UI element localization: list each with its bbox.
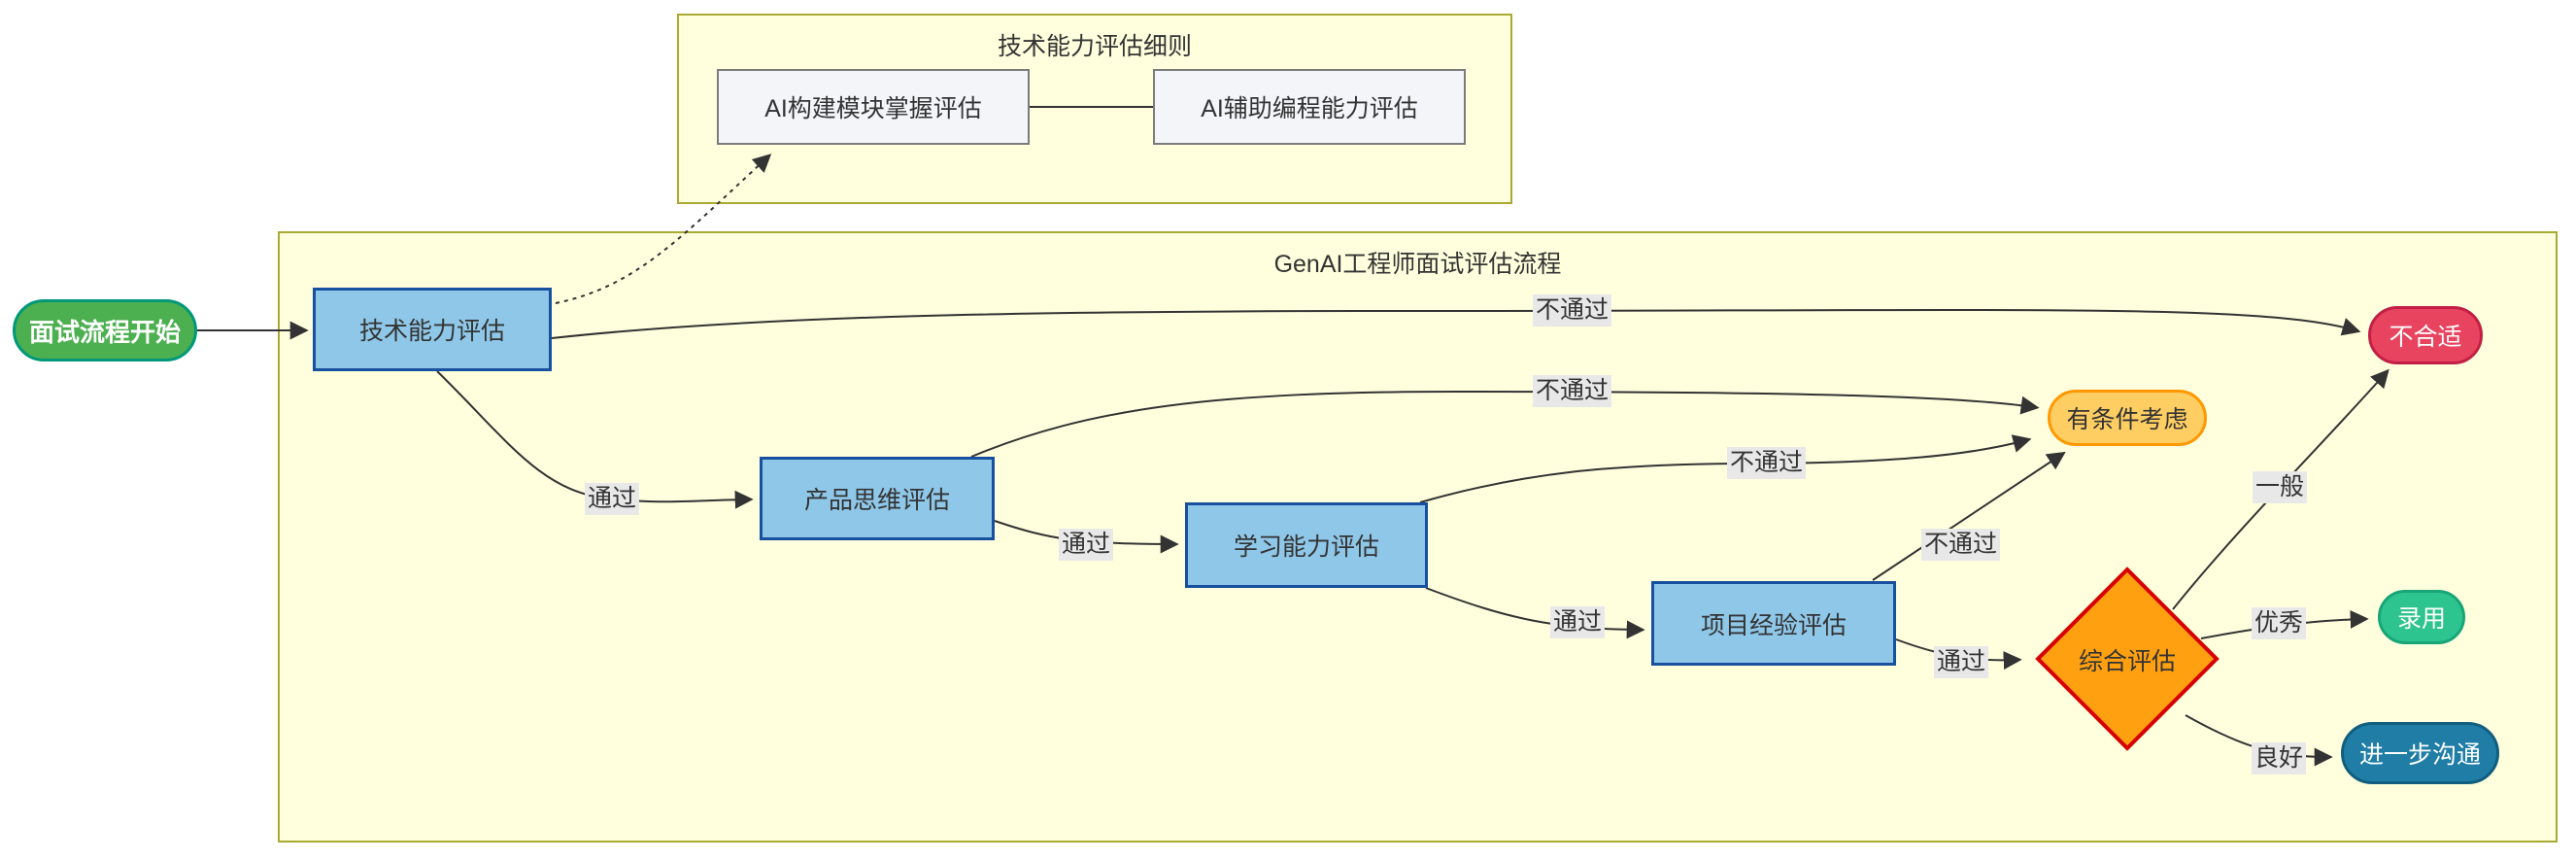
edge-label-good: 良好 [2252, 742, 2307, 774]
node-ai-build-module: AI构建模块掌握评估 [717, 69, 1030, 145]
node-hire-label: 录用 [2396, 605, 2446, 633]
node-hire: 录用 [2378, 590, 2465, 644]
node-project-eval-label: 项目经验评估 [1700, 611, 1847, 639]
edge-label-tech-fail: 不通过 [1533, 294, 1612, 327]
node-further-communication-label: 进一步沟通 [2358, 741, 2481, 769]
node-project-eval: 项目经验评估 [1651, 581, 1896, 666]
edge-label-learning-pass: 通过 [1550, 606, 1606, 638]
node-ai-build-module-label: AI构建模块掌握评估 [764, 95, 982, 122]
node-reject-label: 不合适 [2389, 324, 2462, 351]
node-product-eval-label: 产品思维评估 [803, 487, 950, 514]
node-reject: 不合适 [2368, 306, 2483, 364]
edge-label-product-fail: 不通过 [1533, 375, 1612, 407]
node-further-communication: 进一步沟通 [2341, 722, 2499, 784]
node-ai-coding-ability-label: AI辅助编程能力评估 [1201, 95, 1418, 122]
node-start-label: 面试流程开始 [28, 317, 181, 347]
node-learning-eval: 学习能力评估 [1185, 502, 1428, 588]
node-start: 面试流程开始 [13, 299, 197, 361]
node-tech-eval-label: 技术能力评估 [358, 318, 505, 345]
edge-label-average: 一般 [2253, 471, 2308, 503]
edge-label-product-pass: 通过 [1059, 529, 1114, 561]
edge-label-learning-fail: 不通过 [1727, 447, 1807, 479]
node-conditional-label: 有条件考虑 [2066, 406, 2188, 433]
edge-label-project-pass: 通过 [1934, 646, 1989, 678]
edge-label-project-fail: 不通过 [1921, 529, 2001, 561]
node-tech-eval: 技术能力评估 [313, 288, 552, 371]
subgraph-main-flow-title: GenAI工程师面试评估流程 [1273, 251, 1562, 278]
node-conditional: 有条件考虑 [2048, 390, 2207, 446]
node-ai-coding-ability: AI辅助编程能力评估 [1153, 69, 1466, 145]
node-learning-eval-label: 学习能力评估 [1233, 533, 1379, 561]
subgraph-tech-detail-title: 技术能力评估细则 [997, 33, 1192, 60]
edge-label-tech-pass: 通过 [585, 483, 640, 515]
node-overall-eval-label: 综合评估 [2078, 648, 2176, 675]
edge-label-excellent: 优秀 [2252, 607, 2307, 639]
node-product-eval: 产品思维评估 [760, 457, 995, 540]
